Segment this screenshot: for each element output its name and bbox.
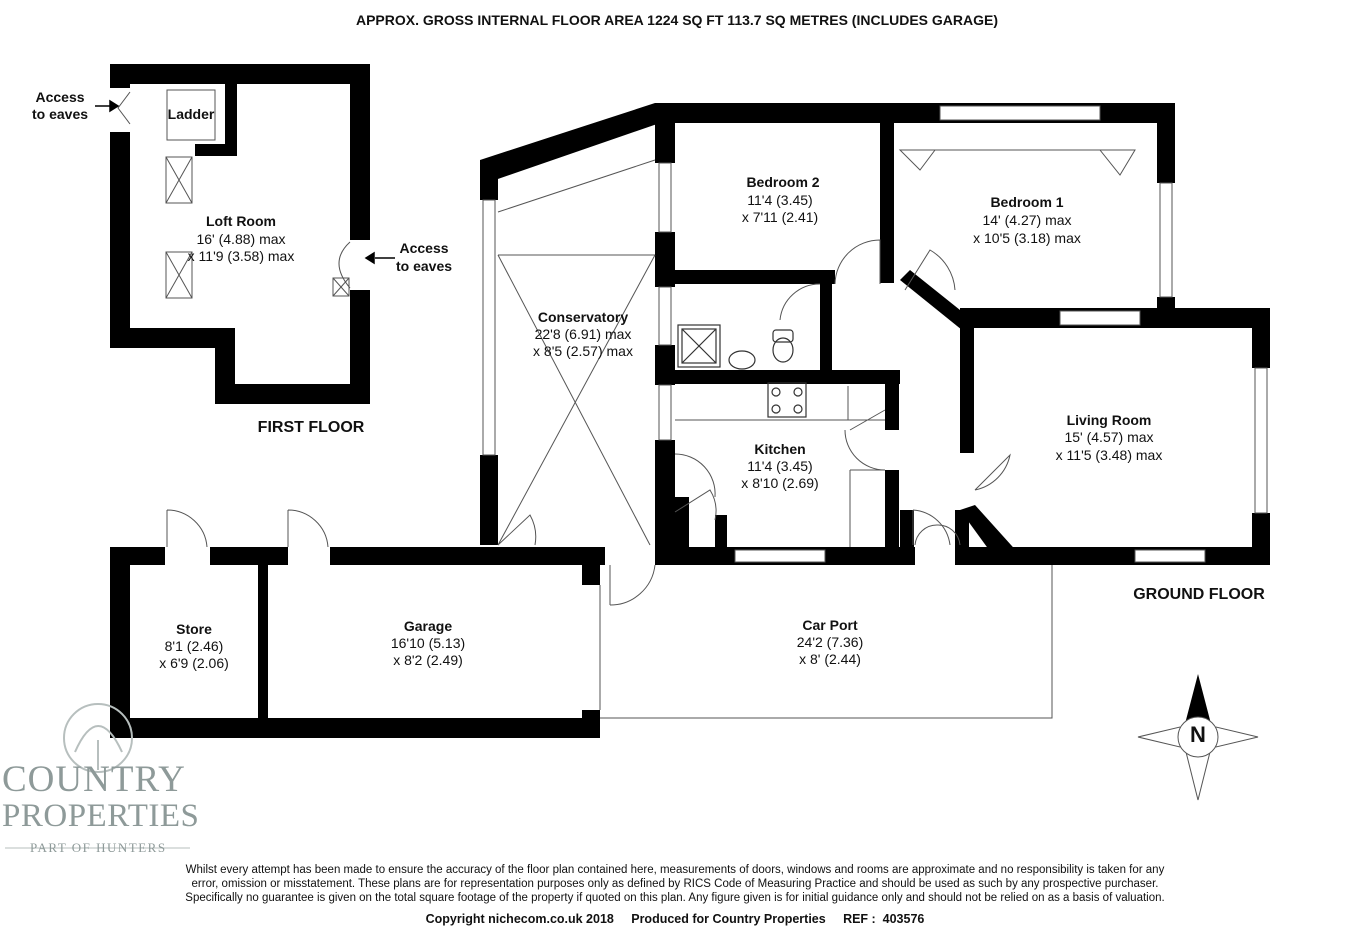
loft-room-name: Loft Room <box>206 213 276 229</box>
logo-properties: PROPERTIES <box>2 798 200 834</box>
bedroom2-name: Bedroom 2 <box>746 174 820 190</box>
loft-room-dim1: 16' (4.88) max <box>196 231 286 247</box>
conservatory-name: Conservatory <box>537 309 629 325</box>
ladder-label: Ladder <box>167 106 215 122</box>
store-name: Store <box>176 621 212 637</box>
carport-name: Car Port <box>802 617 858 633</box>
conservatory-dim1: 22'8 (6.91) max <box>534 326 632 342</box>
disclaimer-line1: Whilst every attempt has been made to en… <box>185 864 1165 876</box>
logo-country: COUNTRY <box>2 759 186 800</box>
ground-floor-label: GROUND FLOOR <box>1133 586 1265 603</box>
floor-area-header: APPROX. GROSS INTERNAL FLOOR AREA 1224 S… <box>355 12 999 28</box>
kitchen-dim2: x 8'10 (2.69) <box>741 475 819 491</box>
bedroom2-dim1: 11'4 (3.45) <box>747 192 813 208</box>
loft-room-dim2: x 11'9 (3.58) max <box>187 248 295 264</box>
bedroom1-name: Bedroom 1 <box>990 194 1064 210</box>
logo-part-of-hunters: PART OF HUNTERS <box>30 840 167 855</box>
eaves-left-line2: to eaves <box>31 106 89 122</box>
disclaimer-line2: error, omission or misstatement. These p… <box>191 878 1159 890</box>
store-dim2: x 6'9 (2.06) <box>159 655 229 671</box>
eaves-left-line1: Access <box>35 89 85 105</box>
copyright-footer: Copyright nichecom.co.uk 2018 Produced f… <box>425 912 925 926</box>
disclaimer: Whilst every attempt has been made to en… <box>0 863 1350 905</box>
conservatory-dim2: x 8'5 (2.57) max <box>533 343 633 359</box>
kitchen-name: Kitchen <box>754 441 806 457</box>
bathroom-fixtures <box>677 324 807 418</box>
living-room-name: Living Room <box>1066 412 1152 428</box>
living-room-dim2: x 11'5 (3.48) max <box>1055 447 1163 463</box>
garage-name: Garage <box>403 618 453 634</box>
bedroom1-dim1: 14' (4.27) max <box>982 212 1072 228</box>
store-dim1: 8'1 (2.46) <box>164 638 224 654</box>
garage-walls <box>110 547 605 738</box>
logo-emblem-icon <box>63 703 133 773</box>
carport-dim2: x 8' (2.44) <box>799 651 861 667</box>
compass-north-label: N <box>1190 722 1206 747</box>
first-floor-label: FIRST FLOOR <box>257 419 365 436</box>
eaves-right-line2: to eaves <box>395 258 453 274</box>
garage-dim2: x 8'2 (2.49) <box>393 652 463 668</box>
garage-dim1: 16'10 (5.13) <box>390 635 466 651</box>
first-floor-walls <box>110 64 370 404</box>
bedroom2-dim2: x 7'11 (2.41) <box>741 209 819 225</box>
carport-dim1: 24'2 (7.36) <box>796 634 864 650</box>
eaves-right-line1: Access <box>399 240 449 256</box>
disclaimer-line3: Specifically no guarantee is given on th… <box>185 892 1165 904</box>
bedroom1-dim2: x 10'5 (3.18) max <box>973 230 1081 246</box>
kitchen-dim1: 11'4 (3.45) <box>747 458 813 474</box>
compass-rose-icon <box>1137 674 1259 801</box>
eaves-arrows <box>95 99 395 265</box>
living-room-dim1: 15' (4.57) max <box>1064 429 1154 445</box>
